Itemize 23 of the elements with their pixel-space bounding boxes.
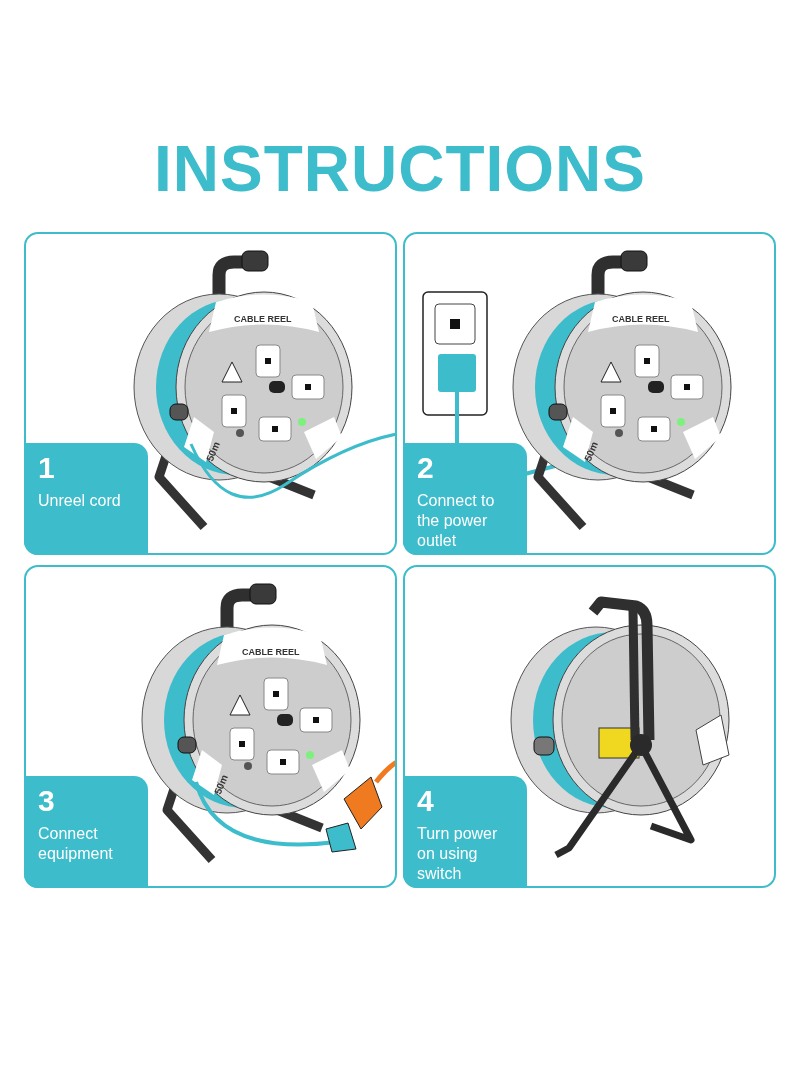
step-number: 2 [417, 451, 435, 485]
length-marking: 50m [204, 440, 222, 463]
step-panel [403, 565, 776, 888]
step-tab [24, 776, 148, 888]
step-panel [24, 565, 397, 888]
reel-label: CABLE REEL [242, 647, 300, 657]
reel-label: CABLE REEL [234, 314, 292, 324]
step-tab [403, 443, 527, 555]
step-tab [24, 443, 148, 555]
step-panel [403, 232, 776, 555]
step-number: 1 [38, 451, 56, 485]
step-panel [24, 232, 397, 555]
reel-label: CABLE REEL [612, 314, 670, 324]
length-marking: 50m [212, 773, 230, 796]
step-tab [403, 776, 527, 888]
length-marking: 50m [582, 440, 600, 463]
title: INSTRUCTIONS [153, 132, 647, 206]
step-text: Connect to the power outlet [417, 491, 496, 551]
step-text: Connect equipment [38, 824, 114, 864]
step-text: Unreel cord [38, 491, 122, 511]
step-text: Turn power on using switch [417, 824, 499, 884]
step-number: 4 [417, 784, 435, 818]
step-number: 3 [38, 784, 56, 818]
